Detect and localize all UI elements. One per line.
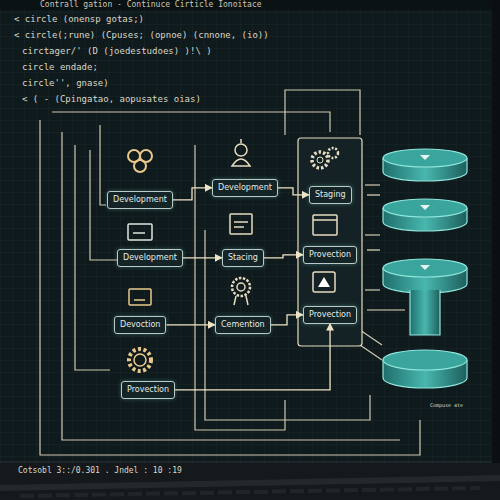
stage-name: Stacing (228, 253, 258, 263)
stage-label-box: Development (212, 179, 278, 197)
code-line: < ( - (Cpingatao, aopusates oias) (22, 94, 201, 104)
stage-label-box: Cemention (215, 316, 271, 334)
stage-label-box: Development (107, 191, 173, 209)
code-line: circle endade; (22, 62, 98, 72)
flow-arrow (264, 255, 303, 258)
stage-label-box: Provection (303, 306, 357, 324)
stage-name: Development (113, 195, 167, 205)
code-line: circtager/' (D (joedestudoes) )!\ ) (22, 46, 212, 56)
stage-name: Staging (315, 190, 346, 200)
code-line: < circle (onensp gotas;) (14, 14, 144, 24)
stage-name: Development (218, 183, 272, 193)
stage-name: Provection (309, 310, 351, 320)
flow-arrow (278, 188, 309, 195)
flow-arrow (166, 324, 215, 325)
code-line: < circle(;rune) (Cpuses; (opnoe) (cnnone… (14, 30, 269, 40)
code-line: circle'', gnase) (22, 78, 109, 88)
stage-name: Development (123, 253, 177, 263)
stage-name: Devoction (120, 320, 160, 330)
stage-name: Provection (127, 385, 169, 395)
stage-label-box: Staging (309, 186, 352, 204)
corner-note: Compuse ate (430, 402, 463, 408)
stage-name: Cemention (221, 320, 265, 330)
stage-label-box: Stacing (222, 249, 264, 267)
flow-arrow (183, 257, 222, 258)
flow-arrow (173, 188, 212, 200)
stage-label-box: Devoction (114, 316, 166, 334)
flow-arrow (271, 315, 303, 325)
stage-label-box: Provection (303, 246, 357, 264)
stage-name: Provection (309, 250, 351, 260)
stage-label-box: Development (117, 249, 183, 267)
window-title: Contrall gation - Continuce Cirticle Ion… (40, 0, 262, 9)
status-bar: Cotsobl 3::/0.301 . Jndel : 10 :19 (18, 466, 182, 475)
stage-label-box: Provection (121, 381, 175, 399)
